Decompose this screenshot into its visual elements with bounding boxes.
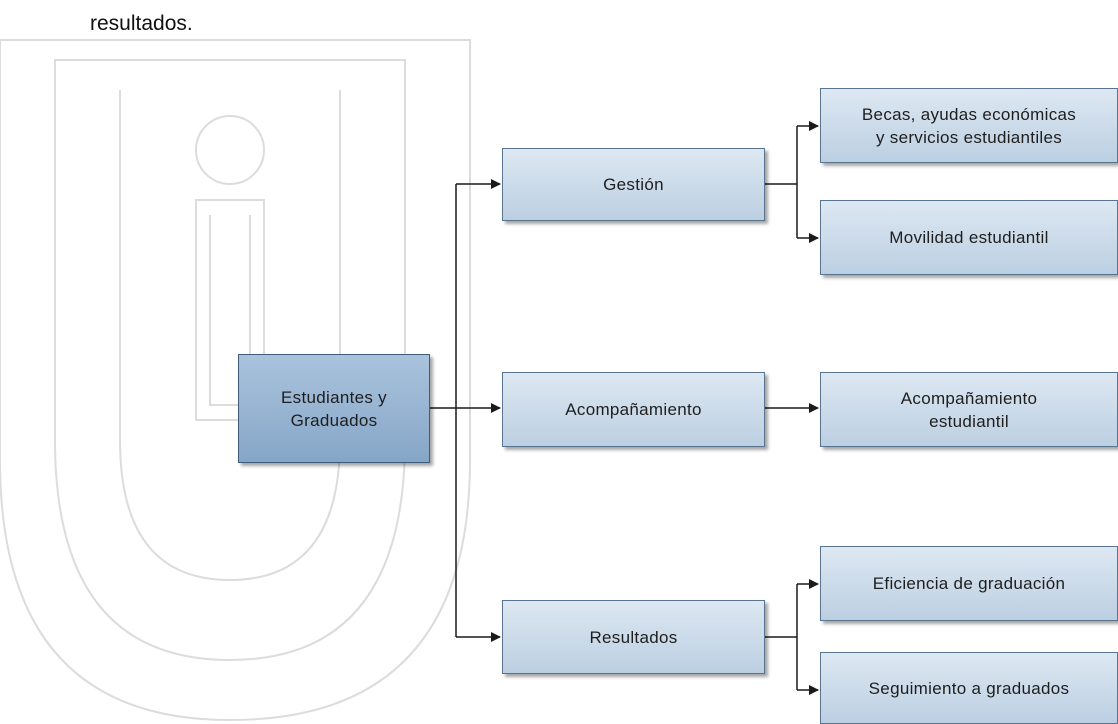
node-root: Estudiantes y Graduados (238, 354, 430, 463)
node-branch-acompanamiento: Acompañamiento (502, 372, 765, 447)
node-branch-resultados: Resultados (502, 600, 765, 674)
intro-text: resultados. (90, 12, 193, 35)
node-branch-gestion: Gestión (502, 148, 765, 221)
node-leaf-eficiencia: Eficiencia de graduación (820, 546, 1118, 621)
node-leaf-movilidad: Movilidad estudiantil (820, 200, 1118, 275)
node-leaf-acompanamiento-estudiantil: Acompañamiento estudiantil (820, 372, 1118, 447)
node-leaf-becas: Becas, ayudas económicas y servicios est… (820, 88, 1118, 163)
node-leaf-seguimiento: Seguimiento a graduados (820, 652, 1118, 724)
